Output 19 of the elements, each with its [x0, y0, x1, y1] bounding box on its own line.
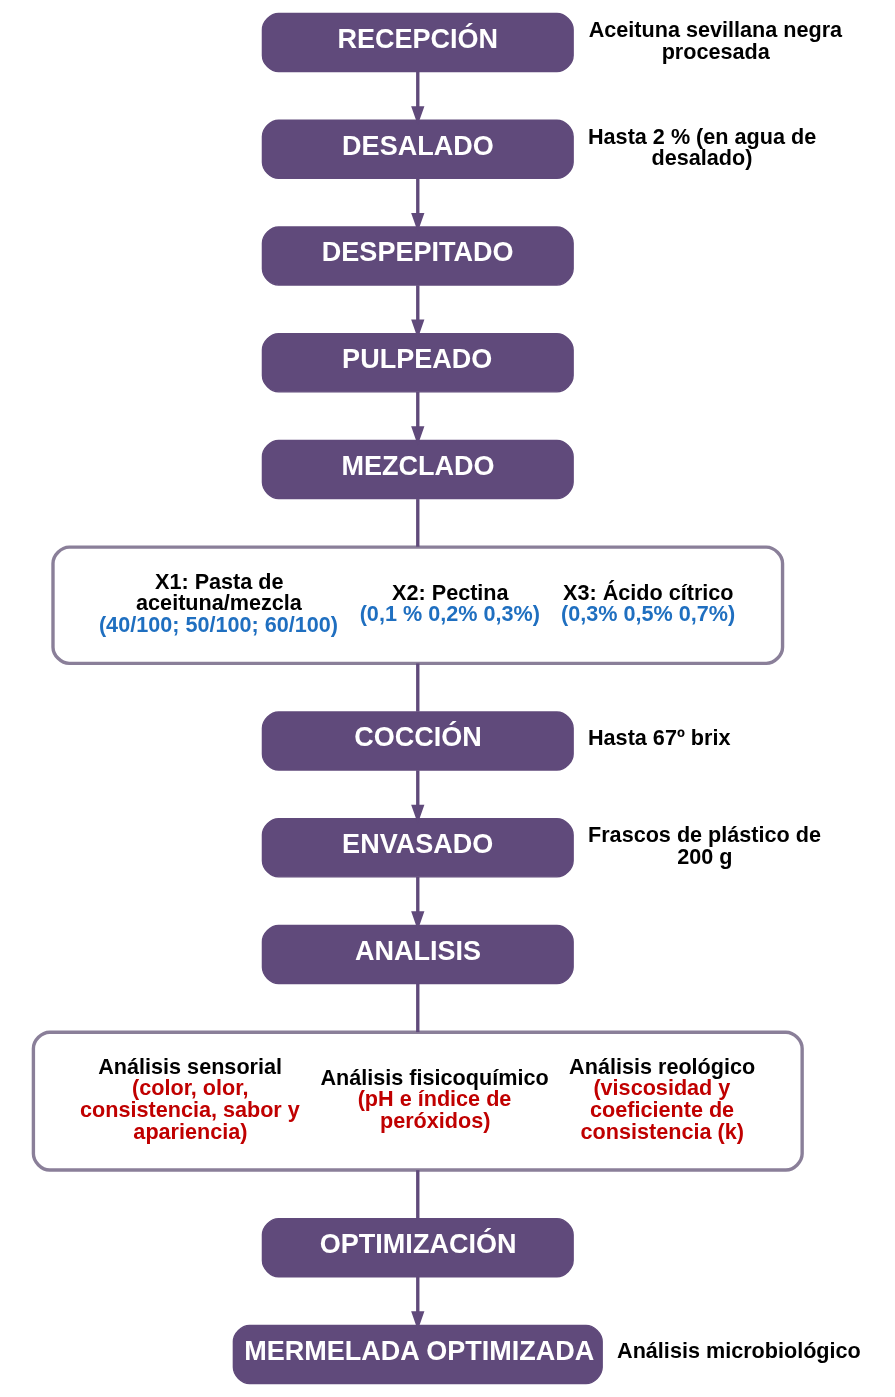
- connector: [416, 983, 420, 1033]
- connector: [416, 1170, 420, 1219]
- connector: [416, 499, 420, 547]
- node-box: DESALADO: [261, 119, 574, 180]
- node-box: PULPEADO: [261, 333, 574, 393]
- node-box: DESPEPITADO: [261, 226, 574, 286]
- node-box: OPTIMIZACIÓN: [261, 1217, 574, 1278]
- node-box: MERMELADA OPTIMIZADA: [232, 1324, 603, 1385]
- node-label: Aceituna sevillana negra procesada: [588, 16, 843, 64]
- node-label: Análisis microbiológico: [617, 1338, 861, 1364]
- node-box: RECEPCIÓN: [261, 12, 574, 73]
- connector: [416, 663, 420, 712]
- node-box: MEZCLADO: [261, 439, 574, 500]
- node-box: ANALISIS: [261, 924, 574, 985]
- node-label: Frascos de plástico de 200 g: [588, 822, 822, 869]
- node-label: Hasta 67º brix: [588, 724, 731, 750]
- node-box: COCCIÓN: [261, 711, 574, 771]
- node-label: Hasta 2 % (en agua de desalado): [588, 123, 817, 171]
- node-box: ENVASADO: [261, 818, 574, 878]
